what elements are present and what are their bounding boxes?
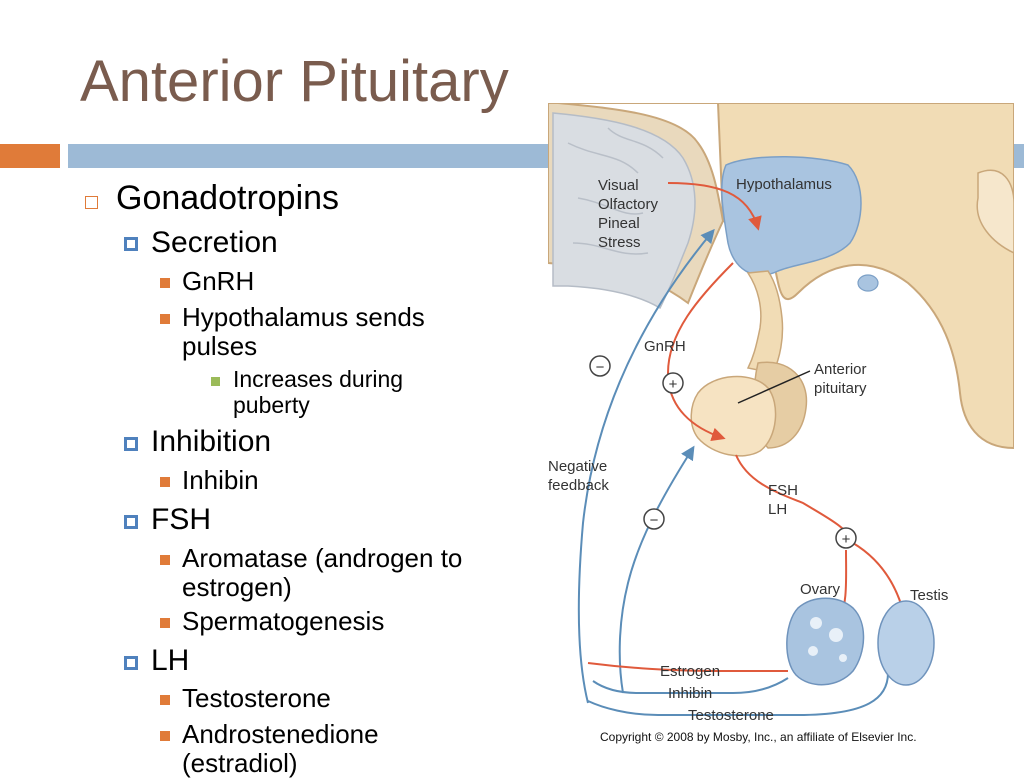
anterior-pituitary-gland	[690, 375, 777, 457]
ovary-follicle	[829, 628, 843, 642]
label-feedback: feedback	[548, 477, 609, 494]
plus-sign: +	[669, 376, 678, 393]
bullet-pulses-line2: pulses	[182, 331, 258, 361]
bullet-puberty-line2: puberty	[233, 392, 310, 418]
bullet-testosterone: Testosterone	[182, 683, 331, 713]
ovary-follicle	[839, 654, 847, 662]
bullet-marker	[160, 278, 170, 288]
stimuli-to-hypothalamus-arrow	[667, 182, 762, 231]
slide-title: Anterior Pituitary	[80, 49, 509, 114]
bullet-marker	[160, 618, 170, 628]
label-fsh: FSH	[768, 482, 798, 499]
bullet-marker	[124, 515, 138, 529]
bullet-androstenedione-line1: Androstenedione	[182, 719, 379, 749]
label-visual: Visual	[598, 177, 639, 194]
ovary-shape	[786, 597, 865, 686]
bullet-pulses-line1: Hypothalamus sends	[182, 302, 425, 332]
minus-circle-lower	[643, 508, 665, 530]
label-stress: Stress	[598, 234, 641, 251]
label-hypothalamus: Hypothalamus	[736, 176, 832, 193]
testis-shape	[877, 600, 935, 686]
gnrh-arrow	[666, 262, 734, 442]
bullet-marker	[124, 237, 138, 251]
inhibin-line	[592, 677, 789, 694]
hpg-axis-svg: + + − − Visual Olfactory Pineal Stress H…	[548, 103, 1014, 753]
label-pituitary: pituitary	[814, 380, 867, 397]
bullet-marker	[211, 377, 220, 386]
bullet-marker	[160, 314, 170, 324]
label-negative: Negative	[548, 458, 607, 475]
feedback-to-hypothalamus-arrow	[577, 228, 715, 704]
small-nucleus	[857, 274, 879, 292]
ovary-follicle	[810, 617, 822, 629]
label-ovary: Ovary	[800, 581, 841, 598]
bullet-inhibin: Inhibin	[182, 465, 259, 495]
minus-circle-upper	[589, 355, 611, 377]
bullet-marker	[124, 437, 138, 451]
accent-bar-orange	[0, 144, 60, 168]
anterior-leader-line	[737, 370, 811, 404]
bullet-gnrh: GnRH	[182, 266, 255, 296]
label-inhibin: Inhibin	[668, 685, 712, 702]
bullet-gonadotropins: Gonadotropins	[116, 179, 340, 217]
midbrain-lobe	[976, 169, 1014, 254]
bullet-aromatase-line2: estrogen)	[182, 572, 292, 602]
bullet-puberty-line1: Increases during	[233, 366, 404, 392]
label-anterior: Anterior	[814, 361, 867, 378]
testosterone-line	[587, 672, 889, 716]
plus-circle-gnrh	[662, 372, 684, 394]
bullet-spermatogenesis: Spermatogenesis	[182, 606, 385, 636]
minus-sign: −	[596, 359, 605, 376]
hpg-axis-diagram: + + − − Visual Olfactory Pineal Stress H…	[548, 103, 1014, 753]
label-testis: Testis	[910, 587, 948, 604]
feedback-to-pituitary-arrow	[618, 445, 695, 694]
label-olfactory: Olfactory	[598, 196, 659, 213]
label-pineal: Pineal	[598, 215, 640, 232]
bullet-androstenedione-line2: (estradiol)	[182, 748, 298, 778]
plus-sign: +	[842, 531, 851, 548]
label-gnrh: GnRH	[644, 338, 686, 355]
bullet-list: Gonadotropins Secretion GnRH Hypothalamu…	[85, 179, 463, 777]
bullet-marker	[160, 477, 170, 487]
bullet-inhibition: Inhibition	[151, 425, 272, 458]
bullet-marker	[85, 196, 98, 209]
bullet-marker	[160, 695, 170, 705]
plus-circle-fsh-lh	[835, 527, 857, 549]
estrogen-line	[587, 662, 788, 672]
bullet-marker	[160, 555, 170, 565]
ovary-follicle	[808, 646, 818, 656]
minus-sign: −	[650, 512, 659, 529]
label-lh: LH	[768, 501, 787, 518]
bullet-lh: LH	[151, 644, 190, 677]
label-testosterone: Testosterone	[688, 707, 774, 724]
bullet-marker	[124, 656, 138, 670]
label-estrogen: Estrogen	[660, 663, 720, 680]
bullet-aromatase-line1: Aromatase (androgen to	[182, 543, 463, 573]
hypothalamus-shape	[721, 156, 862, 276]
bullet-fsh: FSH	[151, 503, 211, 536]
bullet-marker	[160, 731, 170, 741]
copyright-notice: Copyright © 2008 by Mosby, Inc., an affi…	[600, 730, 917, 744]
bullet-secretion: Secretion	[151, 226, 278, 259]
cortex-gyri	[567, 127, 664, 255]
grey-cortex	[552, 112, 696, 310]
